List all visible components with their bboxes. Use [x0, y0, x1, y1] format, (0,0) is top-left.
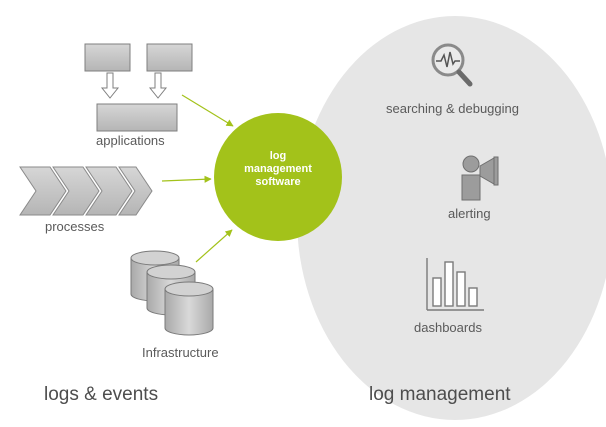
logs-events-title: logs & events	[44, 384, 159, 405]
hub-label-line3: software	[255, 176, 301, 188]
arrow-infrastructure	[195, 229, 233, 263]
infrastructure-label: Infrastructure	[142, 345, 219, 360]
alerting-label: alerting	[448, 206, 491, 221]
hub-label-line2: management	[244, 163, 312, 175]
arrow-applications	[181, 94, 234, 127]
processes-icon	[19, 166, 153, 216]
megaphone-person-icon	[461, 155, 499, 201]
hub-label-line1: log	[269, 150, 287, 162]
log-management-title: log management	[369, 384, 511, 405]
log-management-bubble	[297, 16, 606, 420]
processes-label: processes	[45, 219, 105, 234]
applications-icon	[84, 43, 193, 132]
log-management-hub	[214, 113, 342, 241]
dashboards-label: dashboards	[414, 320, 482, 335]
bar-chart-icon	[426, 258, 484, 311]
infrastructure-icon	[130, 250, 214, 336]
searching-label: searching & debugging	[386, 101, 519, 116]
applications-label: applications	[96, 133, 165, 148]
hub-label: log management software	[222, 150, 334, 189]
magnifier-waveform-icon	[431, 43, 473, 87]
arrow-processes	[161, 175, 212, 183]
